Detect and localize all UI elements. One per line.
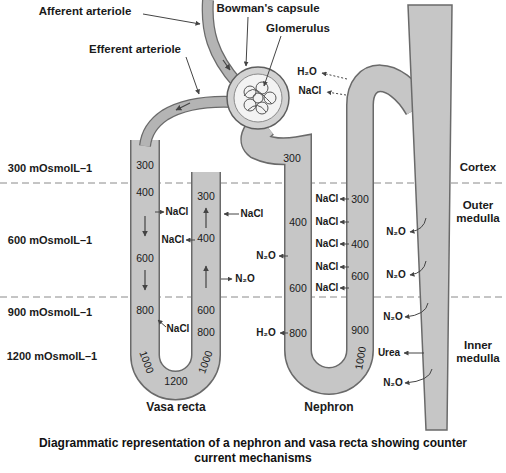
substance-label: NaCl xyxy=(316,216,339,228)
osmolarity-label: 600 mOsmolL–1 xyxy=(8,234,92,247)
structure-name: Vasa recta xyxy=(146,401,205,415)
part-label: Glomerulus xyxy=(266,22,330,35)
osmolarity-value: 600 xyxy=(289,282,307,294)
substance-label: NaCl xyxy=(316,238,339,250)
substance-label: H₂O xyxy=(256,327,275,339)
substance-label: NaCl xyxy=(299,85,322,97)
zone-label: Cortex xyxy=(460,161,496,174)
bowmans-capsule xyxy=(227,67,289,129)
osmolarity-value: 400 xyxy=(136,186,154,198)
substance-label: NaCl xyxy=(241,208,264,220)
osmolarity-value: 400 xyxy=(289,216,307,228)
osmolarity-label: 900 mOsmolL–1 xyxy=(8,306,92,319)
substance-label: NaCl xyxy=(316,261,339,273)
structure-name: Nephron xyxy=(304,401,353,415)
osmolarity-value: 600 xyxy=(197,304,215,316)
substance-label: N₂O xyxy=(256,250,275,262)
nephron-tubule xyxy=(254,78,418,381)
substance-label: N₂O xyxy=(383,377,402,389)
osmolarity-value: 1200 xyxy=(164,375,187,387)
substance-label: NaCl xyxy=(167,323,190,335)
part-label: Bowman's capsule xyxy=(216,2,319,15)
osmolarity-value: 300 xyxy=(197,190,215,202)
substance-label: N₂O xyxy=(386,226,405,238)
substance-label: Urea xyxy=(378,347,400,359)
glomerulus-capillaries xyxy=(244,82,276,114)
arteriole-tube xyxy=(145,0,238,146)
collecting-duct xyxy=(408,5,452,430)
substance-label: NaCl xyxy=(166,206,189,218)
osmolarity-value: 900 xyxy=(351,324,369,336)
osmolarity-value: 400 xyxy=(351,238,369,250)
zone-label: Outer medulla xyxy=(452,199,504,225)
substance-label: NaCl xyxy=(162,234,185,246)
vasa-recta-tube xyxy=(145,140,206,385)
part-label: Efferent arteriole xyxy=(89,43,181,56)
substance-label: N₂O xyxy=(386,269,405,281)
substance-label: N₂O xyxy=(235,273,254,285)
osmolarity-label: 300 mOsmolL–1 xyxy=(8,162,92,175)
osmolarity-value: 300 xyxy=(283,152,301,164)
osmolarity-value: 800 xyxy=(197,326,215,338)
zone-label: Inner medulla xyxy=(452,339,504,365)
substance-label: NaCl xyxy=(316,282,339,294)
flow-arrow xyxy=(145,60,230,290)
osmolarity-value: 800 xyxy=(289,327,307,339)
osmolarity-value: 300 xyxy=(136,159,154,171)
osmolarity-value: 400 xyxy=(197,232,215,244)
leader-arrow xyxy=(143,14,432,383)
part-label: Afferent arteriole xyxy=(39,5,132,18)
osmolarity-value: 600 xyxy=(351,270,369,282)
substance-label: N₂O xyxy=(383,311,402,323)
substance-label: NaCl xyxy=(316,193,339,205)
figure-caption: Diagrammatic representation of a nephron… xyxy=(28,436,478,466)
osmolarity-value: 300 xyxy=(351,193,369,205)
osmolarity-label: 1200 mOsmolL–1 xyxy=(7,350,98,363)
osmolarity-value: 600 xyxy=(136,252,154,264)
substance-label: H₂O xyxy=(297,66,316,78)
osmolarity-value: 800 xyxy=(136,304,154,316)
